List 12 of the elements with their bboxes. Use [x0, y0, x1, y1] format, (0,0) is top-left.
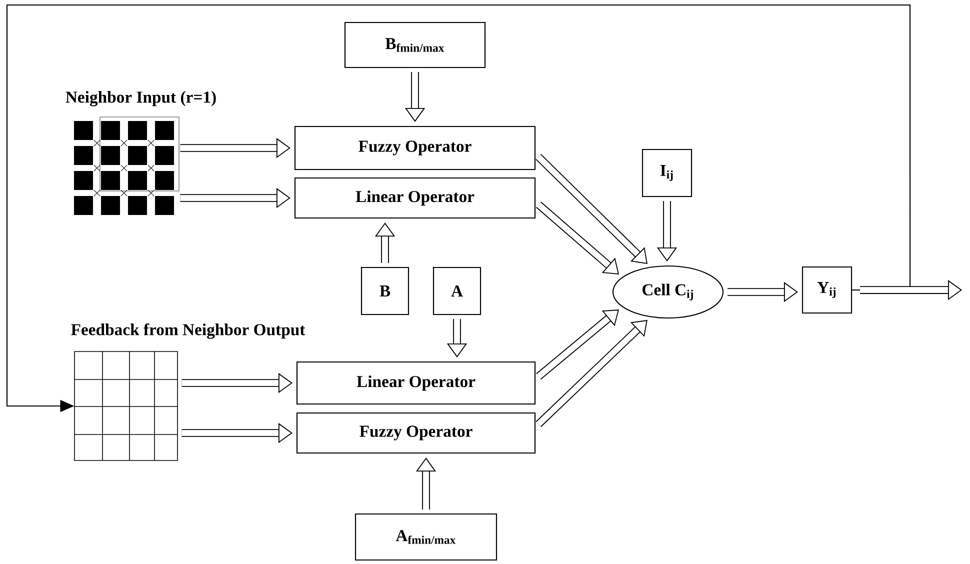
operator-box: Fuzzy Operator — [296, 412, 536, 454]
operator-box: Linear Operator — [294, 177, 536, 219]
operator-box: Y$_{ij}$ — [802, 266, 852, 314]
operator-box: A — [432, 266, 482, 316]
grid-heading: Feedback from Neighbor Output — [71, 323, 306, 339]
operator-box: I$_{ij}$ — [642, 148, 692, 198]
operator-box: A$_{fmin/max}$ — [354, 513, 498, 561]
operator-box: Fuzzy Operator — [294, 126, 536, 170]
grid-heading: Neighbor Input (r=1) — [66, 91, 216, 106]
operator-box: B — [360, 266, 410, 316]
operator-box: Linear Operator — [296, 361, 536, 405]
operator-box: B$_{fmin/max}$ — [344, 22, 486, 68]
